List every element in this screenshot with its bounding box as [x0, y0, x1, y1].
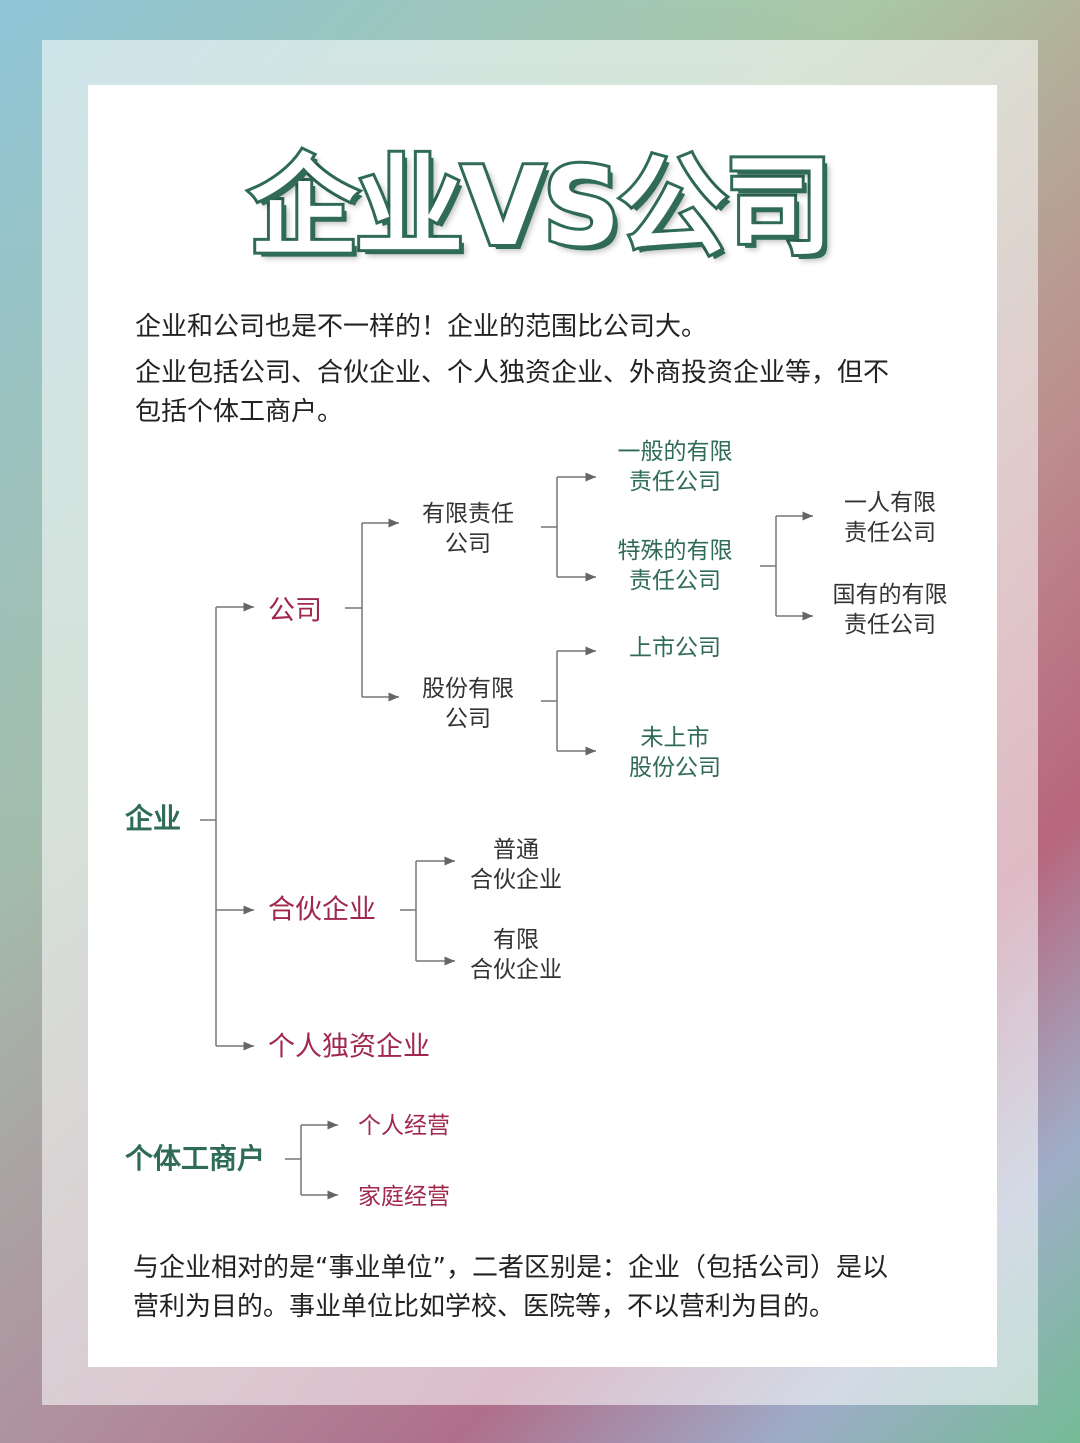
node-label: 特殊的有限: [617, 538, 733, 564]
node-unlisted: 未上市股份公司: [629, 723, 721, 783]
connector: [285, 1125, 302, 1195]
node-joint-stock: 股份有限公司: [422, 674, 514, 734]
node-label: 合伙企业: [470, 957, 562, 983]
node-state-llc: 国有的有限责任公司: [833, 580, 948, 640]
node-general-llc: 一般的有限责任公司: [618, 437, 733, 497]
node-llc: 有限责任公司: [422, 499, 514, 559]
node-label: 股份公司: [629, 755, 721, 781]
connector: [345, 523, 363, 697]
node-label: 有限: [493, 927, 539, 953]
node-label: 普通: [493, 837, 539, 863]
node-limited-partnership: 有限合伙企业: [470, 925, 562, 985]
node-label: 责任公司: [844, 612, 936, 638]
node-special-llc: 特殊的有限责任公司: [618, 536, 733, 596]
connector: [541, 651, 558, 751]
node-partnership: 合伙企业: [268, 894, 376, 926]
footer-line-1: 与企业相对的是“事业单位”，二者区别是：企业（包括公司）是以: [133, 1253, 888, 1283]
node-label: 公司: [445, 531, 491, 557]
node-one-person-llc: 一人有限责任公司: [844, 488, 936, 548]
intro-line-2: 企业包括公司、合伙企业、个人独资企业、外商投资企业等，但不: [135, 358, 890, 388]
node-family-operated: 家庭经营: [358, 1184, 450, 1210]
page-title: 企业VS公司: [246, 142, 835, 273]
node-label: 合伙企业: [470, 867, 562, 893]
node-sole-proprietorship: 个人独资企业: [268, 1031, 430, 1063]
node-general-partnership: 普通合伙企业: [470, 835, 562, 895]
card: [88, 85, 997, 1367]
node-label: 有限责任: [422, 501, 514, 527]
node-label: 责任公司: [629, 568, 721, 594]
intro-line-1: 企业和公司也是不一样的！企业的范围比公司大。: [135, 312, 708, 342]
node-label: 股份有限: [422, 676, 514, 702]
node-individual-operated: 个人经营: [358, 1113, 450, 1139]
intro-line-3: 包括个体工商户。: [135, 397, 344, 427]
connector: [760, 516, 777, 616]
node-label: 一般的有限: [617, 439, 733, 465]
node-label: 国有的有限: [832, 582, 948, 608]
node-label: 未上市: [640, 725, 710, 751]
connector: [541, 477, 558, 577]
node-label: 责任公司: [844, 520, 936, 546]
node-company: 公司: [268, 595, 322, 627]
node-label: 责任公司: [629, 469, 721, 495]
node-label: 公司: [445, 706, 491, 732]
node-listed: 上市公司: [629, 635, 721, 661]
node-individual-business: 个体工商户: [125, 1142, 266, 1175]
connector: [400, 861, 417, 961]
node-label: 一人有限: [844, 490, 936, 516]
footer-line-2: 营利为目的。事业单位比如学校、医院等，不以营利为目的。: [133, 1292, 836, 1322]
node-enterprise: 企业: [125, 802, 182, 835]
